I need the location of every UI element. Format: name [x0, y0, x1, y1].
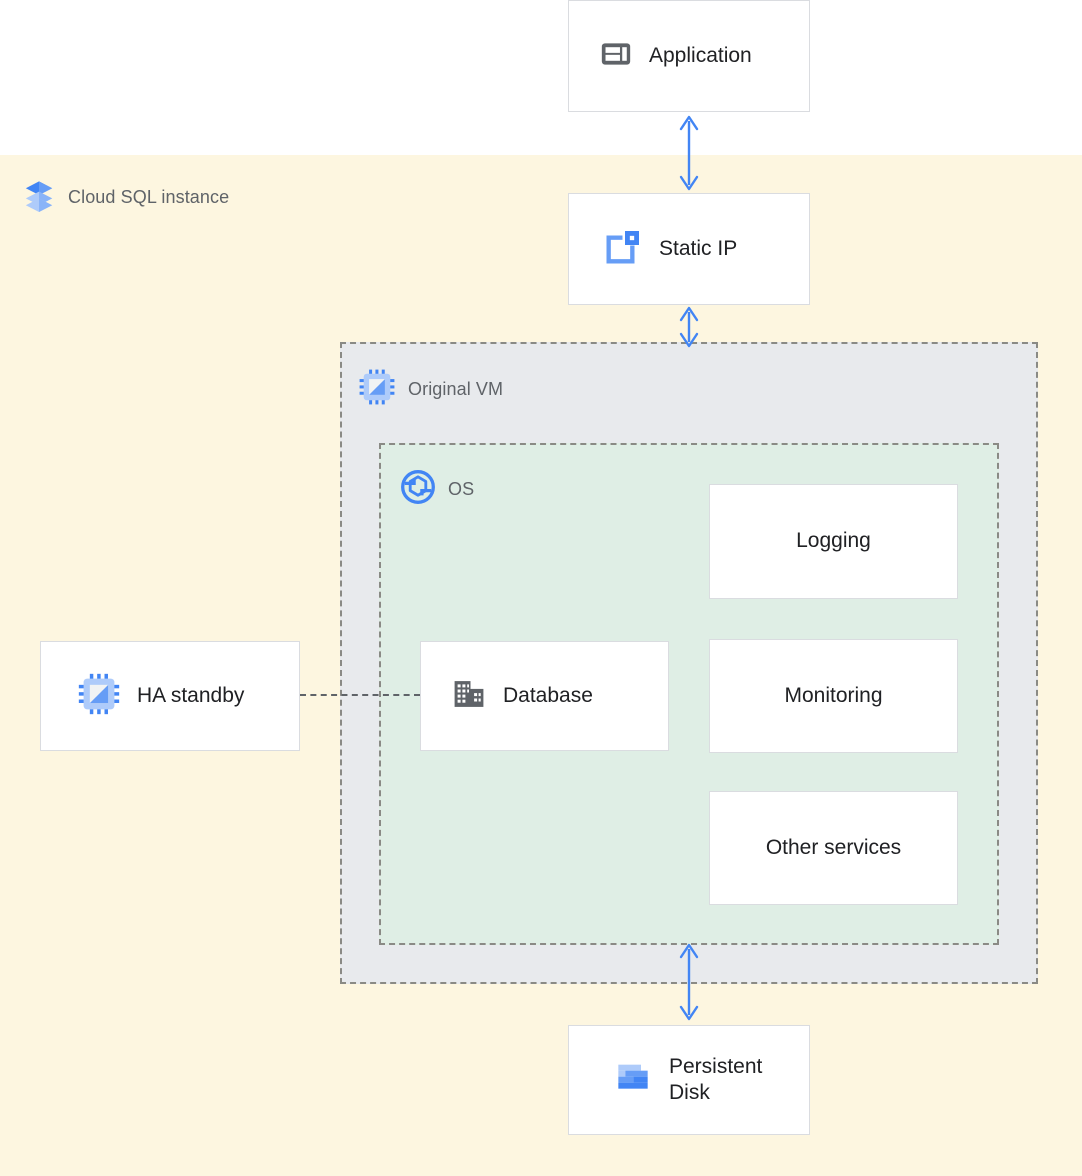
connector-ha-standby-to-database: [300, 694, 420, 696]
static-ip-icon: [603, 227, 643, 272]
stacked-layers-icon: [22, 178, 56, 217]
node-ha-standby[interactable]: HA standby: [40, 641, 300, 751]
cpu-chip-icon: [77, 672, 121, 721]
application-window-icon: [599, 37, 633, 76]
node-static-ip[interactable]: Static IP: [568, 193, 810, 305]
connector-application-to-static-ip: [679, 115, 699, 191]
node-label: Logging: [796, 529, 871, 553]
node-database[interactable]: Database: [420, 641, 669, 751]
node-label: Monitoring: [784, 683, 883, 707]
persistent-disk-icon: [613, 1058, 653, 1103]
node-logging[interactable]: Logging: [709, 484, 958, 599]
node-label: Database: [503, 683, 593, 707]
region-label-original-vm: Original VM: [358, 368, 503, 411]
node-label: HA standby: [137, 683, 245, 707]
os-container-icon: [400, 469, 436, 510]
node-label: Application: [649, 43, 752, 67]
node-label: Static IP: [659, 236, 738, 260]
region-label-os: OS: [400, 469, 474, 510]
cpu-chip-icon: [358, 368, 396, 411]
region-label-cloud-sql-instance: Cloud SQL instance: [22, 178, 229, 217]
connector-os-to-persistent-disk: [679, 943, 699, 1021]
node-other-services[interactable]: Other services: [709, 791, 958, 905]
node-label: Persistent Disk: [669, 1054, 763, 1104]
database-building-icon: [451, 676, 487, 717]
region-label-text: Original VM: [408, 379, 504, 399]
node-label: Other services: [765, 835, 902, 859]
connector-static-ip-to-original-vm: [679, 306, 699, 348]
node-application[interactable]: Application: [568, 0, 810, 112]
region-label-text: OS: [448, 479, 475, 499]
node-monitoring[interactable]: Monitoring: [709, 639, 958, 753]
node-persistent-disk[interactable]: Persistent Disk: [568, 1025, 810, 1135]
region-label-text: Cloud SQL instance: [68, 187, 230, 207]
